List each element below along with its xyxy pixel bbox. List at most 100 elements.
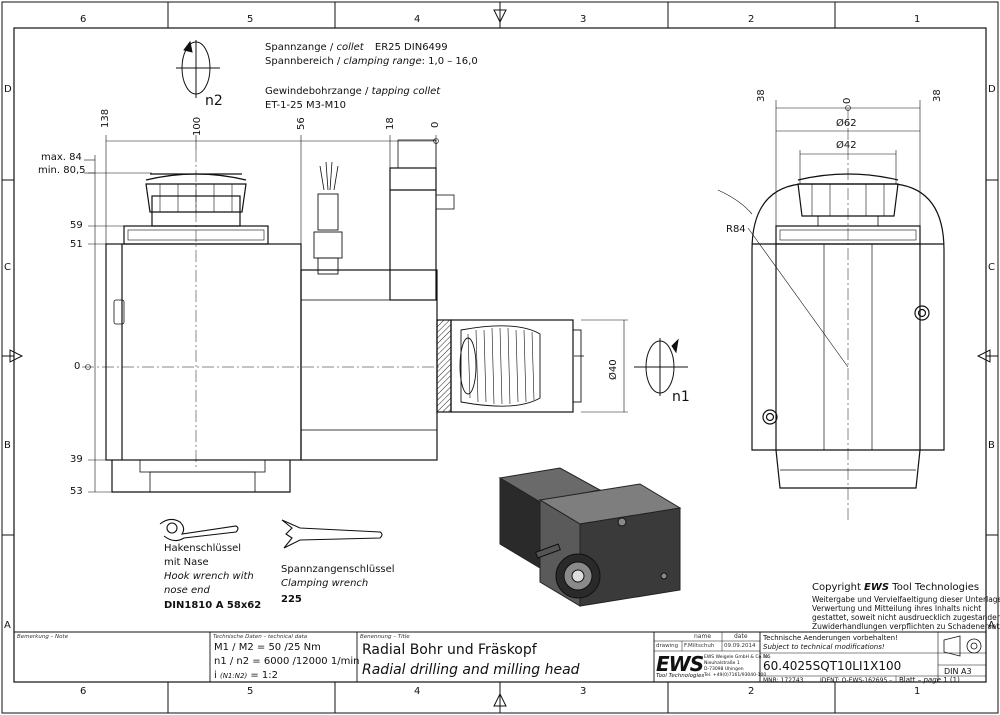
spec-collet: Spannzange / collet ER25 DIN6499 [265, 42, 448, 53]
dim-min: min. 80,5 [38, 165, 86, 176]
rotation-label-n1: n1 [672, 389, 690, 405]
sheet-number: Blatt – page 1 (1) [899, 676, 960, 684]
dim-label: 51 [70, 239, 83, 250]
copyright-line: gestattet, soweit nicht ausdruecklich zu… [812, 613, 1000, 622]
spec-tapping-value: ET-1-25 M3-M10 [265, 100, 346, 111]
address-line: Nieuhalstraße 1 [704, 661, 740, 666]
dim-label: 100 [192, 116, 203, 136]
copyright-line: Zuwiderhandlungen verpflichten zu Schade… [812, 622, 1000, 631]
dim-label: 56 [296, 117, 307, 130]
copyright-line: Verwertung und Mitteilung ihres Inhalts … [812, 604, 982, 613]
copyright-suffix: Tool Technologies [889, 582, 980, 593]
grid-col-label: 3 [580, 686, 587, 697]
side-view-dimensions [84, 135, 628, 493]
side-view [82, 139, 584, 493]
spec-label-en: clamping range [343, 56, 422, 67]
drawing-date: 09.09.2014 [724, 643, 756, 649]
title-en: Radial drilling and milling head [362, 662, 580, 678]
projection-symbol-icon [943, 635, 982, 657]
dim-label: 0 [430, 121, 441, 128]
hook-wrench-icon [159, 518, 239, 542]
copyright-line: Weitergabe und Vervielfaeltigung dieser … [812, 595, 1000, 604]
part-number: 60.4025SQT10LI1X100 [763, 659, 902, 673]
grid-col-label: 5 [247, 14, 254, 25]
grid-row-label: A [4, 620, 11, 631]
remarks-label: Bemerkung – Note [17, 634, 69, 640]
clamping-wrench-caption: Spannzangenschlüssel [281, 564, 395, 575]
rotation-symbol-n1 [634, 338, 688, 396]
grid-col-label: 1 [914, 14, 921, 25]
dim-label: 53 [70, 486, 83, 497]
drawing-label: drawing [656, 643, 679, 649]
dim-label: 39 [70, 454, 83, 465]
isometric-render [498, 467, 682, 607]
grid-col-label: 1 [914, 686, 921, 697]
tech-data-torque: M1 / M2 = 50 /25 Nm [214, 642, 321, 653]
dim-r84: R84 [726, 224, 746, 235]
mnr: MNR: 172743 [763, 677, 804, 684]
ews-logo: EWS [656, 652, 704, 676]
spec-label-en: tapping collet [371, 86, 441, 97]
grid-col-label: 6 [80, 686, 87, 697]
dim-max: max. 84 [41, 152, 82, 163]
sheet-label-en: page [923, 676, 941, 684]
ews-logo-sub: Tool Technologies [656, 673, 705, 679]
sheet-label: Blatt – [899, 676, 924, 684]
grid-row-label: A [988, 620, 995, 631]
grid-row-label: D [988, 84, 996, 95]
dim-d42: Ø42 [836, 140, 857, 151]
dim-label: 59 [70, 220, 83, 231]
hook-wrench-caption: Hakenschlüssel [164, 543, 242, 554]
ratio-value: = 1:2 [247, 670, 279, 681]
ident: IDENT: O-EWS-162695 – [820, 677, 893, 684]
address-line: EWS Weigele GmbH & Co. KG [704, 655, 771, 660]
copyright-brand: EWS [864, 582, 890, 593]
dim-label: 0 [842, 97, 853, 104]
grid-row-label: C [988, 262, 995, 273]
spec-label-en: collet [336, 42, 364, 53]
clamping-wrench-size: 225 [281, 594, 302, 605]
paper-format: DIN A3 [944, 667, 972, 676]
dim-dia40: Ø40 [608, 359, 619, 380]
hook-wrench-caption: mit Nase [164, 557, 209, 568]
dim-label: 0 [74, 361, 81, 372]
title-label: Benennung – Title [360, 634, 410, 640]
name-header: name [694, 633, 712, 640]
grid-col-label: 6 [80, 14, 87, 25]
address-line: Tel. +49(0)7161/93040-100 [704, 673, 767, 678]
drawing-name: F.Miltschuh [684, 643, 715, 649]
clamping-wrench-icon [281, 519, 383, 549]
grid-col-label: 3 [580, 14, 587, 25]
grid-row-label: D [4, 84, 12, 95]
rotation-label-n2: n2 [205, 93, 223, 109]
address-line: D-73098 Uhingen [704, 667, 744, 672]
copyright-title: Copyright EWS Tool Technologies [812, 582, 979, 593]
grid-row-label: B [4, 440, 11, 451]
dim-d62: Ø62 [836, 118, 857, 129]
dim-label: 138 [100, 108, 111, 128]
dim-label: 38 [756, 89, 767, 102]
tech-data-speed: n1 / n2 = 6000 /12000 1/min [214, 656, 360, 667]
spec-value: : 1,0 – 16,0 [421, 56, 478, 67]
date-header: date [734, 633, 748, 640]
grid-col-label: 4 [414, 686, 421, 697]
hook-wrench-caption-en: nose end [164, 585, 210, 596]
grid-col-label: 5 [247, 686, 254, 697]
dim-label: 18 [385, 117, 396, 130]
grid-row-label: B [988, 440, 995, 451]
front-view-dimensions [775, 100, 921, 226]
nr-label: Nr. [763, 654, 771, 660]
title-de: Radial Bohr und Fräskopf [362, 642, 537, 658]
spec-label: Spannbereich / [265, 56, 341, 67]
grid-col-label: 2 [748, 14, 755, 25]
front-view [717, 108, 945, 520]
clamping-wrench-caption-en: Clamping wrench [281, 578, 369, 589]
grid-col-label: 2 [748, 686, 755, 697]
grid-row-label: C [4, 262, 11, 273]
copyright-prefix: Copyright [812, 582, 865, 593]
spec-value: ER25 DIN6499 [374, 42, 448, 53]
dim-label: 38 [932, 89, 943, 102]
spec-label: Spannzange / [265, 42, 334, 53]
hook-wrench-spec: DIN1810 A 58x62 [164, 600, 262, 611]
